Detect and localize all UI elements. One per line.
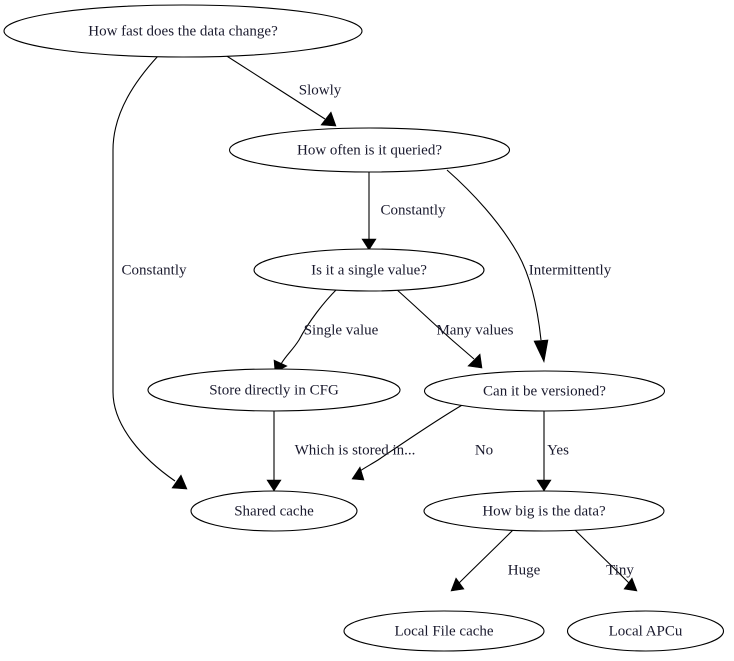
- edge-line: [456, 528, 515, 586]
- node-shape[interactable]: [190, 490, 358, 532]
- edge-e_fast_constantly: [112, 55, 188, 490]
- node-store_cfg[interactable]: Store directly in CFG: [147, 368, 401, 412]
- node-shape[interactable]: [147, 368, 401, 412]
- edge-line: [280, 288, 338, 365]
- edge-line: [573, 528, 632, 586]
- edge-e_versioned_yes: [536, 411, 552, 492]
- edge-e_stored_in: [266, 411, 282, 492]
- edge-label: Tiny: [606, 562, 634, 578]
- arrowhead-icon: [536, 479, 552, 492]
- edge-e_often_intermittently: [446, 169, 549, 363]
- edge-label: Yes: [547, 442, 569, 458]
- arrowhead-icon: [351, 466, 365, 481]
- node-how_fast[interactable]: How fast does the data change?: [3, 4, 363, 58]
- node-local_apcu[interactable]: Local APCu: [566, 610, 725, 652]
- arrowhead-icon: [450, 577, 465, 592]
- edge-label: Single value: [304, 322, 379, 338]
- arrowhead-icon: [467, 353, 483, 369]
- node-shape[interactable]: [228, 127, 511, 173]
- edge-line: [395, 288, 475, 360]
- edge-line: [356, 403, 465, 474]
- edge-line: [112, 55, 176, 482]
- node-label: How fast does the data change?: [88, 23, 278, 39]
- node-shape[interactable]: [3, 4, 363, 58]
- edge-e_fast_slowly: [221, 52, 337, 127]
- arrowhead-icon: [171, 474, 188, 490]
- arrowhead-icon: [320, 111, 337, 127]
- edges-layer: [112, 52, 638, 592]
- node-how_often[interactable]: How often is it queried?: [228, 127, 511, 173]
- node-shape[interactable]: [423, 490, 665, 532]
- edge-e_versioned_no: [351, 403, 465, 481]
- edge-label: Slowly: [299, 82, 342, 98]
- edge-line: [446, 169, 542, 341]
- node-label: Is it a single value?: [311, 262, 427, 278]
- node-shape[interactable]: [253, 248, 485, 292]
- edge-label: Huge: [508, 562, 541, 578]
- edge-e_many_values: [395, 288, 483, 369]
- node-shape[interactable]: [423, 370, 666, 412]
- node-shape[interactable]: [566, 610, 725, 652]
- edge-labels-layer: SlowlyConstantlyConstantlyIntermittently…: [121, 82, 634, 578]
- arrowhead-icon: [623, 577, 638, 592]
- node-label: Local APCu: [609, 623, 683, 639]
- arrowhead-icon: [533, 339, 549, 363]
- node-label: How big is the data?: [482, 503, 606, 519]
- edge-e_often_constantly: [361, 172, 377, 251]
- edge-label: Many values: [436, 322, 513, 338]
- node-how_big[interactable]: How big is the data?: [423, 490, 665, 532]
- edge-line: [221, 52, 326, 120]
- arrowhead-icon: [361, 238, 377, 251]
- edge-e_big_tiny: [573, 528, 638, 592]
- node-label: Store directly in CFG: [209, 382, 339, 398]
- node-label: Shared cache: [234, 503, 314, 519]
- node-local_file[interactable]: Local File cache: [343, 610, 545, 652]
- edge-label: No: [475, 442, 493, 458]
- arrowhead-icon: [266, 479, 282, 492]
- nodes-layer: How fast does the data change? How often …: [3, 4, 725, 652]
- edge-e_big_huge: [450, 528, 515, 592]
- edge-label: Constantly: [380, 202, 446, 218]
- edge-label: Constantly: [121, 262, 187, 278]
- edge-label: Which is stored in...: [295, 442, 416, 458]
- node-label: Local File cache: [394, 623, 493, 639]
- node-single_value[interactable]: Is it a single value?: [253, 248, 485, 292]
- node-label: How often is it queried?: [297, 142, 442, 158]
- node-shared_cache[interactable]: Shared cache: [190, 490, 358, 532]
- node-label: Can it be versioned?: [483, 383, 606, 399]
- node-shape[interactable]: [343, 610, 545, 652]
- edge-label: Intermittently: [529, 262, 612, 278]
- node-versioned[interactable]: Can it be versioned?: [423, 370, 666, 412]
